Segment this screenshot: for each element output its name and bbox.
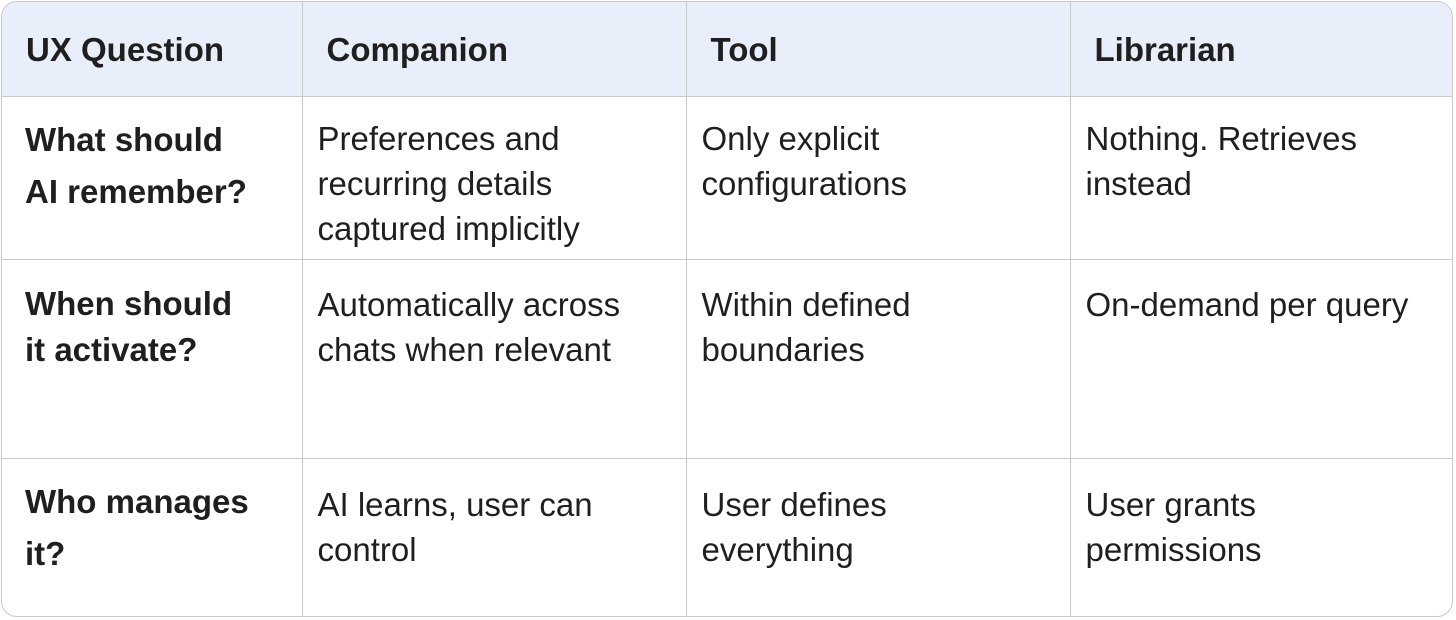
row-question: What should AI remember?	[2, 96, 303, 260]
cell-line: Preferences and	[317, 119, 560, 157]
cell-line: User defines	[701, 485, 887, 523]
cell-line: AI learns, user can	[317, 485, 593, 523]
cell-line: Automatically across	[317, 285, 621, 323]
cell-line: Nothing. Retrieves	[1085, 119, 1357, 157]
cell-companion: AI learns, user can control	[302, 458, 687, 616]
header-companion: Companion	[302, 2, 687, 97]
cell-line: instead	[1085, 164, 1192, 202]
cell-line: Only explicit	[701, 119, 880, 157]
cell-line: captured implicitly	[317, 209, 580, 247]
header-ux-question: UX Question	[2, 2, 303, 97]
cell-line: it activate?	[25, 330, 198, 368]
cell-librarian: On-demand per query	[1070, 259, 1452, 459]
table-row: When should it activate? Automatically a…	[2, 259, 1452, 459]
cell-line: control	[317, 530, 417, 568]
cell-line: recurring details	[317, 164, 553, 202]
cell-companion: Automatically across chats when relevant	[302, 259, 687, 459]
cell-line: Within defined	[701, 285, 911, 323]
cell-line: boundaries	[701, 330, 865, 368]
header-librarian: Librarian	[1070, 2, 1452, 97]
cell-tool: Within defined boundaries	[686, 259, 1071, 459]
cell-companion: Preferences and recurring details captur…	[302, 96, 687, 260]
row-question: When should it activate?	[2, 259, 303, 459]
cell-line: AI remember?	[25, 172, 247, 210]
cell-librarian: Nothing. Retrieves instead	[1070, 96, 1452, 260]
table-row: What should AI remember? Preferences and…	[2, 96, 1452, 260]
cell-tool: User defines everything	[686, 458, 1071, 616]
cell-line: When should	[25, 284, 233, 322]
cell-line: chats when relevant	[317, 330, 612, 368]
cell-line: configurations	[701, 164, 907, 202]
cell-line: What should	[25, 120, 223, 158]
cell-line: permissions	[1085, 530, 1262, 568]
header-tool: Tool	[686, 2, 1071, 97]
cell-librarian: User grants permissions	[1070, 458, 1452, 616]
cell-line: Who manages	[25, 482, 249, 520]
cell-line: everything	[701, 530, 854, 568]
cell-tool: Only explicit configurations	[686, 96, 1071, 260]
cell-line: User grants	[1085, 485, 1257, 523]
cell-line: On-demand per query	[1085, 285, 1409, 323]
row-question: Who manages it?	[2, 458, 303, 616]
cell-line: it?	[25, 534, 66, 572]
table-row: Who manages it? AI learns, user can cont…	[2, 458, 1452, 616]
header-row: UX Question Companion Tool Librarian	[2, 2, 1452, 97]
